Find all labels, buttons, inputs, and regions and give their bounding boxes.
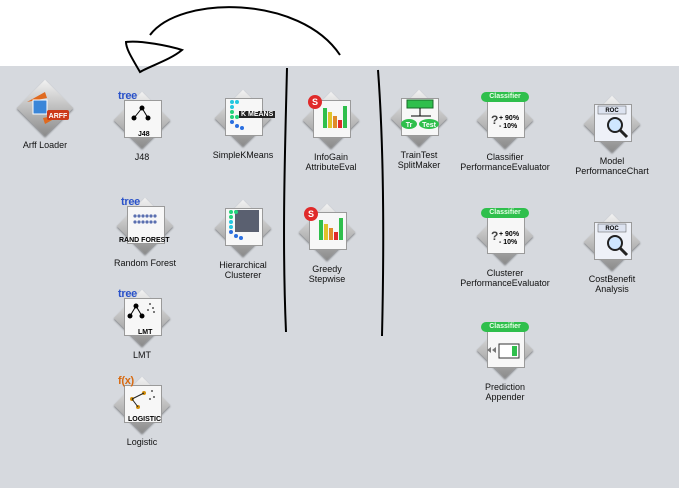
svg-text:ROC: ROC — [605, 108, 619, 114]
model-performance-chart-label: Model PerformanceChart — [575, 156, 649, 176]
greedy-stepwise-icon: S — [298, 203, 356, 261]
hierarchical-clusterer-node[interactable]: Hierarchical Clusterer — [198, 199, 288, 280]
svg-text:?: ? — [491, 229, 498, 243]
j48-caption: J48 — [138, 131, 150, 138]
hierarchical-clusterer-icon — [214, 199, 272, 257]
lmt-node[interactable]: tree LMT LMT — [97, 288, 187, 360]
classifier-badge: Classifier — [481, 208, 529, 218]
simple-kmeans-label: SimpleKMeans — [212, 150, 274, 160]
lmt-icon: tree LMT — [113, 288, 171, 347]
fx-badge: f(x) — [118, 375, 134, 387]
tree-badge: tree — [121, 196, 140, 208]
lmt-caption: LMT — [138, 329, 153, 336]
cost-benefit-analysis-node[interactable]: ROC CostBenefit Analysis — [567, 213, 657, 294]
logistic-icon: f(x) LOGISTIC — [113, 375, 171, 434]
tree-badge: tree — [118, 90, 137, 102]
hierarchical-clusterer-label: Hierarchical Clusterer — [219, 260, 267, 280]
attribute-eval-icon: S — [302, 91, 360, 149]
svg-text:- 10%: - 10% — [499, 239, 518, 246]
logistic-label: Logistic — [126, 437, 158, 447]
tree-badge: tree — [118, 288, 137, 300]
arff-loader-node[interactable]: ARFF Arff Loader — [0, 79, 90, 150]
random-forest-node[interactable]: tree RAND FOREST Random Forest — [100, 196, 190, 268]
tree-j48-icon: tree J48 — [113, 90, 171, 149]
j48-node[interactable]: tree J48 J48 — [97, 90, 187, 162]
prediction-appender-node[interactable]: Classifier Prediction Appender — [460, 321, 550, 402]
svg-text:Tr: Tr — [406, 122, 413, 129]
classifier-badge: Classifier — [481, 322, 529, 332]
simple-kmeans-node[interactable]: K MEANS SimpleKMeans — [198, 89, 288, 160]
clusterer-eval-icon: Classifier ? + 90% - 10% — [476, 207, 534, 265]
svg-text:S: S — [308, 209, 314, 219]
classifier-eval-icon: Classifier ? + 90% - 10% — [476, 91, 534, 149]
svg-text:Test: Test — [422, 122, 437, 129]
prediction-appender-icon: Classifier — [476, 321, 534, 379]
prediction-appender-label: Prediction Appender — [484, 382, 526, 402]
random-forest-label: Random Forest — [113, 258, 177, 268]
svg-text:ROC: ROC — [605, 226, 619, 232]
cost-benefit-icon: ROC — [583, 213, 641, 271]
train-test-split-icon: Tr Test — [390, 89, 448, 147]
svg-text:+ 90%: + 90% — [499, 231, 520, 238]
svg-text:?: ? — [491, 113, 498, 127]
logistic-caption: LOGISTIC — [128, 416, 162, 423]
svg-text:- 10%: - 10% — [499, 123, 518, 130]
greedy-stepwise-node[interactable]: S Greedy Stepwise — [282, 203, 372, 284]
classifier-badge: Classifier — [481, 92, 529, 102]
train-test-split-maker-node[interactable]: Tr Test TrainTest SplitMaker — [374, 89, 464, 170]
classifier-performance-evaluator-label: Classifier PerformanceEvaluator — [460, 152, 550, 172]
j48-label: J48 — [134, 152, 150, 162]
kmeans-icon: K MEANS — [214, 89, 276, 147]
svg-text:S: S — [312, 97, 318, 107]
arff-loader-icon: ARFF — [16, 79, 74, 137]
classifier-performance-evaluator-node[interactable]: Classifier ? + 90% - 10% Classifier Perf… — [460, 91, 550, 172]
arff-badge: ARFF — [49, 113, 68, 120]
clusterer-performance-evaluator-label: Clusterer PerformanceEvaluator — [460, 268, 550, 288]
svg-text:+ 90%: + 90% — [499, 115, 520, 122]
kmeans-caption: K MEANS — [239, 111, 276, 118]
lmt-label: LMT — [133, 350, 151, 360]
model-performance-chart-node[interactable]: ROC Model PerformanceChart — [567, 95, 657, 176]
arff-loader-label: Arff Loader — [22, 140, 68, 150]
roc-chart-icon: ROC — [583, 95, 641, 153]
cost-benefit-analysis-label: CostBenefit Analysis — [588, 274, 636, 294]
infogain-attribute-eval-node[interactable]: S InfoGain AttributeEval — [286, 91, 376, 172]
random-forest-icon: tree RAND FOREST — [116, 196, 174, 255]
infogain-attribute-eval-label: InfoGain AttributeEval — [305, 152, 357, 172]
logistic-node[interactable]: f(x) LOGISTIC Logistic — [97, 375, 187, 447]
greedy-stepwise-label: Greedy Stepwise — [308, 264, 346, 284]
random-forest-caption: RAND FOREST — [119, 237, 170, 244]
top-whitespace — [0, 0, 679, 66]
train-test-split-maker-label: TrainTest SplitMaker — [397, 150, 441, 170]
clusterer-performance-evaluator-node[interactable]: Classifier ? + 90% - 10% Clusterer Perfo… — [460, 207, 550, 288]
